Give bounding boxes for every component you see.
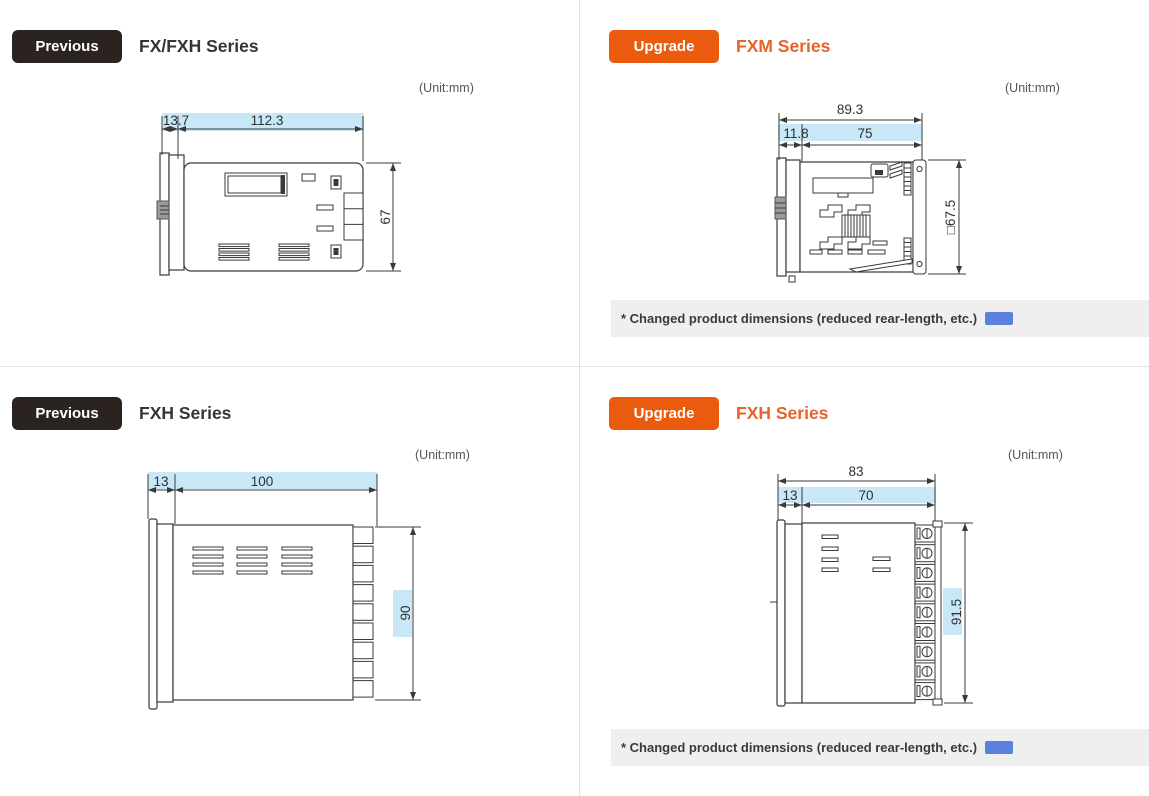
device-outline — [774, 157, 927, 283]
header-upgrade-fxh: Upgrade FXH Series — [609, 397, 828, 430]
note-bar-fxh: * Changed product dimensions (reduced re… — [611, 729, 1149, 766]
device-outline — [156, 152, 364, 276]
vertical-divider — [579, 0, 580, 796]
dim-front-depth: 13 — [782, 488, 797, 503]
previous-badge: Previous — [12, 397, 122, 430]
dim-body-length: 100 — [251, 474, 274, 489]
dimension-lines — [161, 116, 401, 272]
drawing-fxm-upgrade: 89.3 11.8 75 □67.5 — [774, 102, 966, 283]
dimension-lines — [147, 474, 421, 701]
horizontal-divider — [0, 366, 1149, 367]
device-outline — [770, 519, 943, 707]
dim-height: □67.5 — [943, 200, 958, 234]
dim-height: 91.5 — [949, 599, 964, 625]
note-color-swatch — [985, 312, 1014, 325]
dim-highlight-bar — [148, 472, 377, 489]
dim-total-length: 89.3 — [837, 102, 863, 117]
dim-body-length: 70 — [858, 488, 873, 503]
series-title: FXH Series — [736, 403, 829, 423]
dim-highlight-bar — [778, 124, 922, 141]
terminal-blocks — [352, 526, 374, 698]
drawing-fxh-upgrade: 83 13 70 91.5 — [770, 464, 973, 707]
previous-badge: Previous — [12, 30, 122, 63]
dim-height-highlight — [943, 588, 962, 635]
unit-label: (Unit:mm) — [419, 81, 474, 95]
dim-front-depth: 13.7 — [163, 113, 189, 128]
series-title: FX/FXH Series — [139, 36, 259, 56]
note-color-swatch — [985, 741, 1014, 754]
dim-height-highlight — [393, 590, 412, 637]
dim-front-depth: 11.8 — [783, 126, 808, 141]
dim-height: 67 — [378, 209, 393, 224]
header-previous-fx-fxh: Previous FX/FXH Series — [12, 30, 259, 63]
dim-body-length: 75 — [857, 126, 872, 141]
dim-front-depth: 13 — [153, 474, 168, 489]
note-bar-fxm: * Changed product dimensions (reduced re… — [611, 300, 1149, 337]
note-text: * Changed product dimensions (reduced re… — [621, 311, 978, 326]
note-text: * Changed product dimensions (reduced re… — [621, 740, 978, 755]
upgrade-badge: Upgrade — [609, 397, 719, 430]
unit-label: (Unit:mm) — [415, 448, 470, 462]
unit-label: (Unit:mm) — [1008, 448, 1063, 462]
vent-slats — [192, 546, 313, 575]
device-outline — [148, 518, 374, 710]
series-title: FXM Series — [736, 36, 831, 56]
vent-slats — [821, 534, 891, 572]
dimension-lines — [777, 474, 973, 704]
drawing-fx-fxh-previous: 13.7 112.3 67 — [156, 113, 401, 276]
dim-body-length: 112.3 — [251, 113, 284, 128]
dim-height: 90 — [398, 605, 413, 620]
dimension-lines — [778, 113, 966, 275]
header-upgrade-fxm: Upgrade FXM Series — [609, 30, 830, 63]
drawing-fxh-previous: 13 100 90 — [147, 472, 421, 710]
vent-slats — [218, 243, 310, 261]
header-previous-fxh: Previous FXH Series — [12, 397, 231, 430]
vent-hatch — [841, 214, 871, 238]
series-title: FXH Series — [139, 403, 232, 423]
terminal-blocks — [914, 524, 936, 701]
dim-highlight-bar — [778, 487, 936, 503]
dim-total-length: 83 — [848, 464, 863, 479]
upgrade-badge: Upgrade — [609, 30, 719, 63]
unit-label: (Unit:mm) — [1005, 81, 1060, 95]
